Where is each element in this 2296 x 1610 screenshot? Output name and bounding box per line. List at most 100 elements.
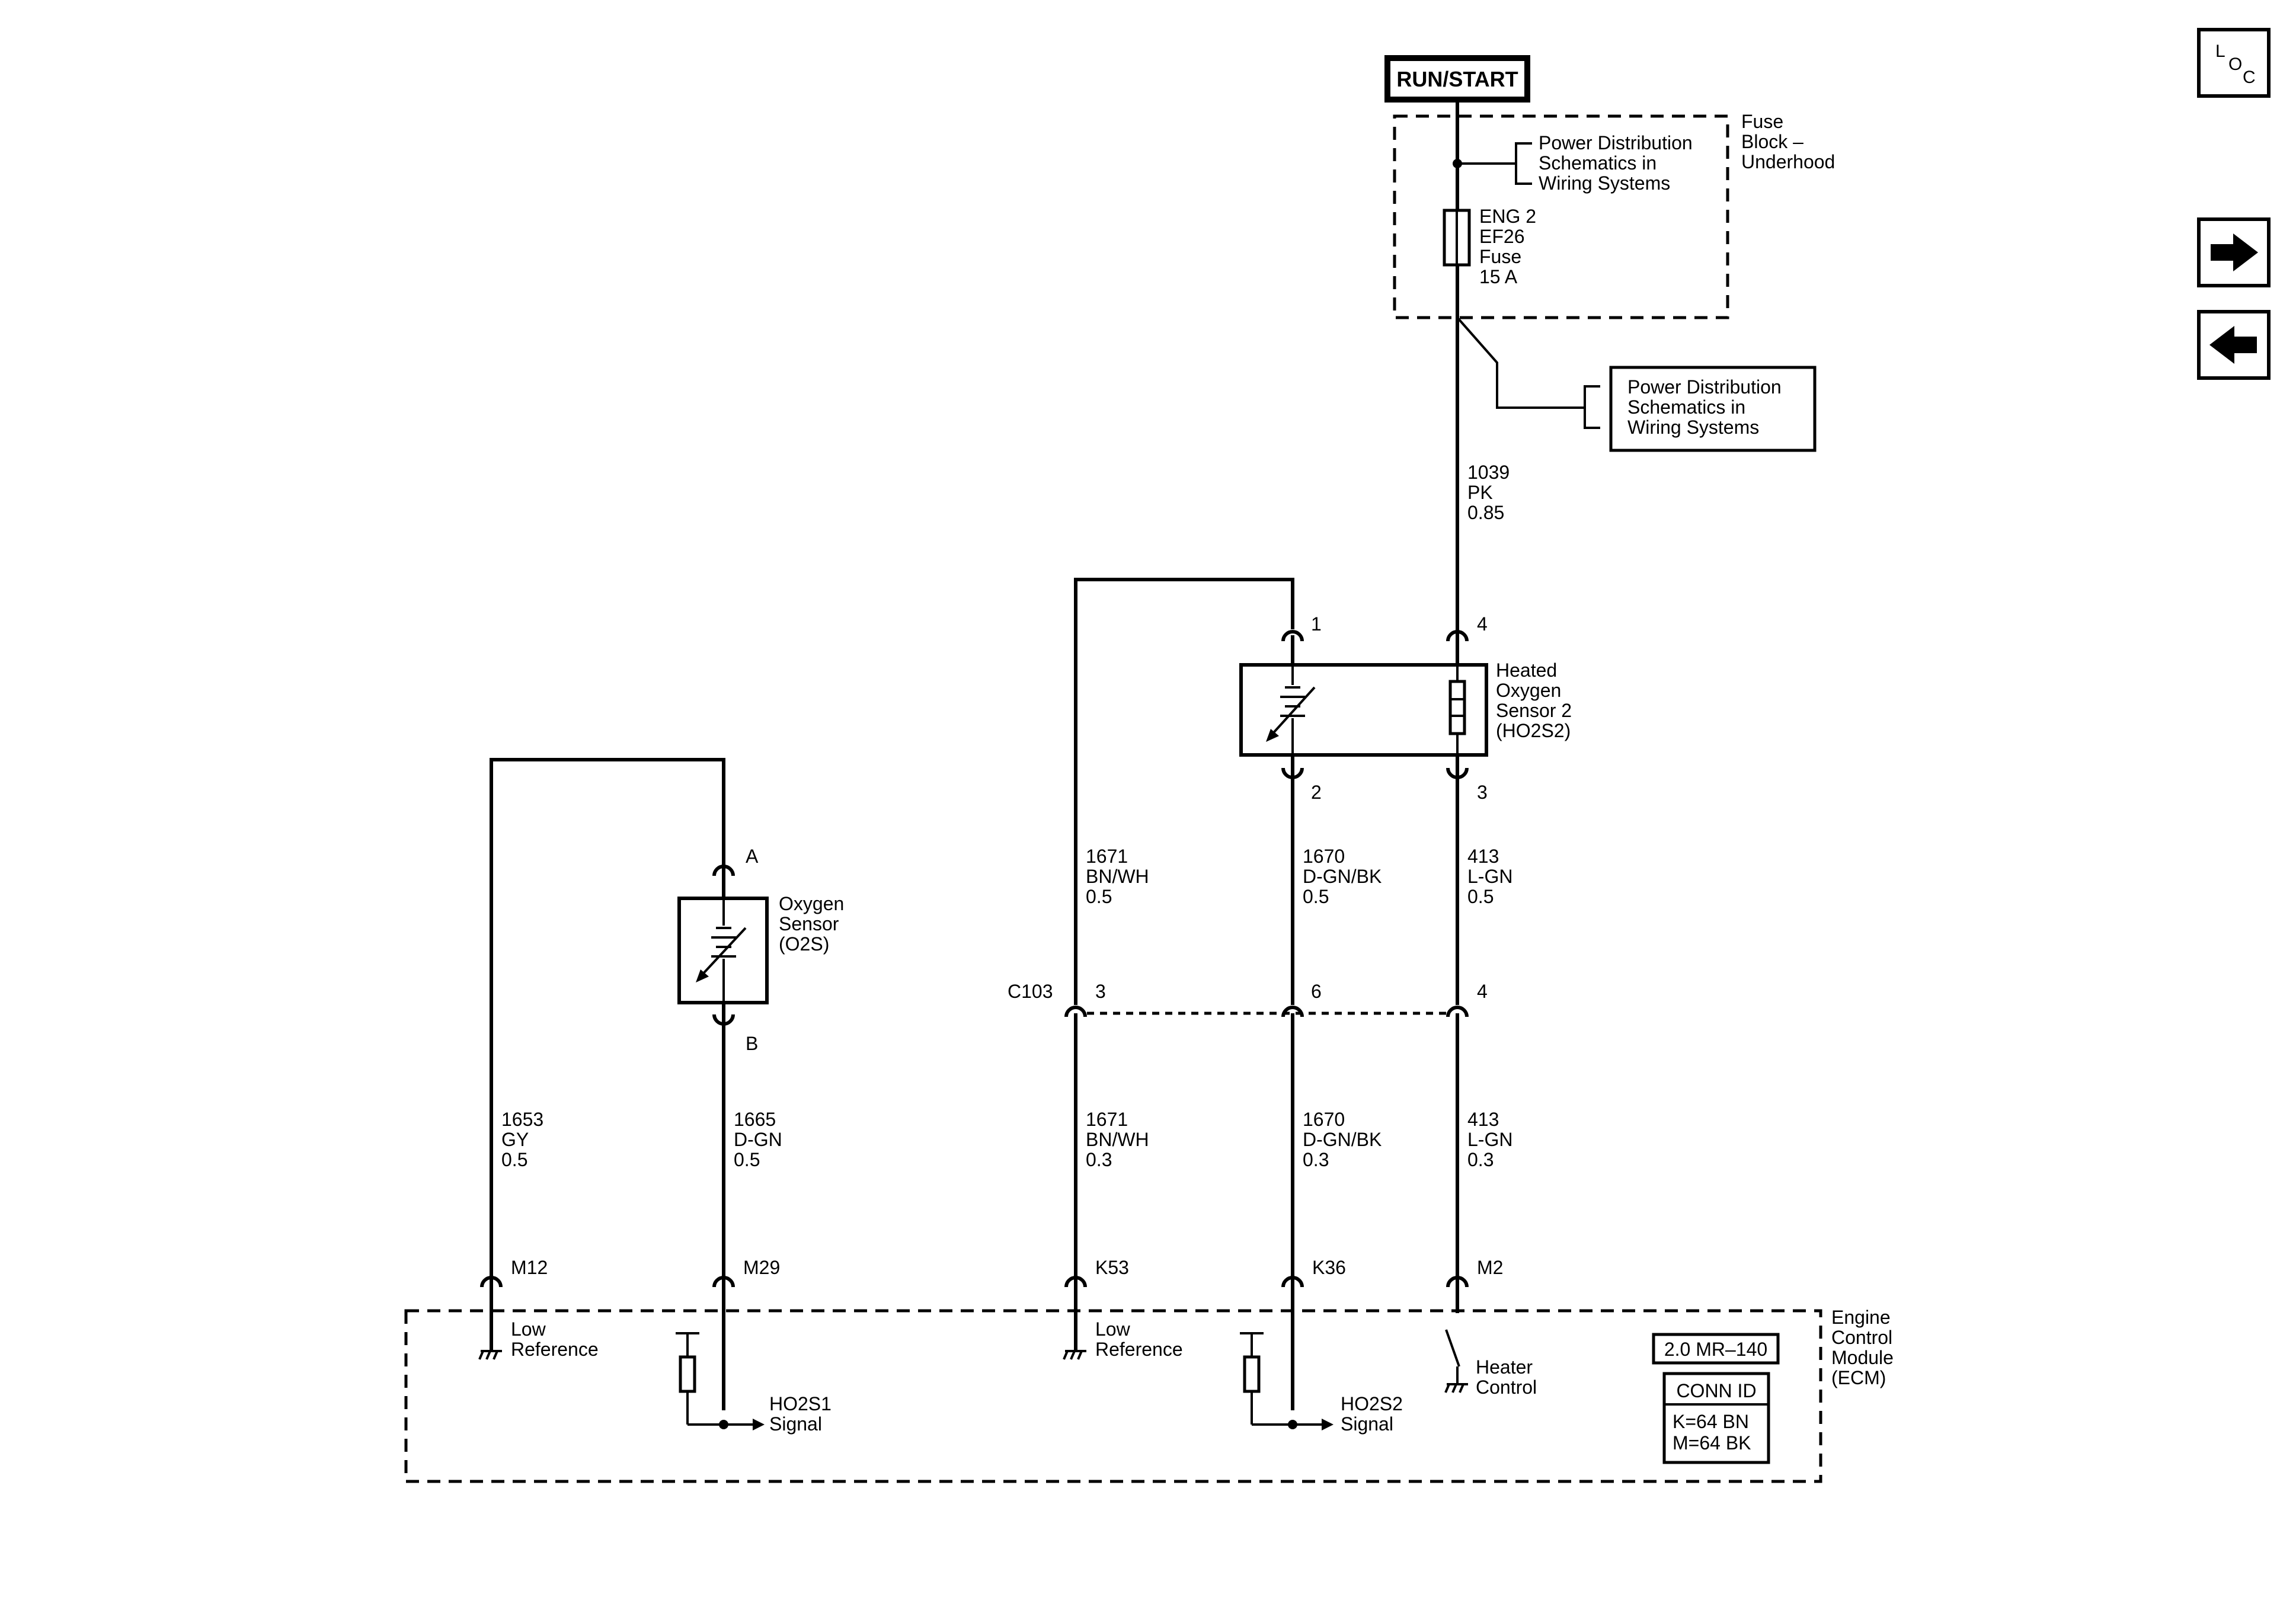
svg-text:D-GN/BK: D-GN/BK (1303, 1129, 1382, 1150)
power-ref-box (1609, 366, 1817, 452)
ecm-pin-k36-label: K36 (1312, 1257, 1346, 1278)
ho2s2-pin4-label: 4 (1477, 613, 1488, 635)
wire-1653-label: 1653 GY 0.5 (501, 1109, 543, 1170)
heater-control-switch (1444, 1283, 1468, 1393)
ecm-pin-k36-connector (1281, 1276, 1304, 1288)
power-ref-bracket-top (1515, 142, 1532, 185)
next-page-button[interactable] (2197, 217, 2271, 287)
svg-text:BN/WH: BN/WH (1086, 1129, 1149, 1150)
conn-id-title: CONN ID (1676, 1380, 1756, 1401)
svg-text:ENG 2: ENG 2 (1479, 206, 1536, 227)
conn-id-box (1662, 1372, 1770, 1464)
svg-text:1670: 1670 (1303, 1109, 1345, 1130)
svg-text:15 A: 15 A (1479, 266, 1518, 287)
conn-id-line2: M=64 BK (1673, 1432, 1751, 1454)
svg-text:D-GN/BK: D-GN/BK (1303, 866, 1382, 887)
wire-1671-loop (1074, 578, 1294, 1005)
svg-text:PK: PK (1467, 482, 1493, 503)
power-ref-box-label: Power Distribution Schematics in Wiring … (1627, 376, 1782, 438)
svg-text:Module: Module (1831, 1347, 1894, 1368)
svg-text:Block –: Block – (1741, 131, 1803, 152)
engine-code-box (1652, 1333, 1780, 1365)
fuse-label: ENG 2 EF26 Fuse 15 A (1479, 206, 1536, 287)
power-ref-top-label: Power Distribution Schematics in Wiring … (1539, 132, 1693, 194)
svg-text:Heated: Heated (1496, 660, 1557, 681)
svg-text:Low: Low (511, 1318, 546, 1340)
c103-label: C103 (1008, 981, 1053, 1002)
svg-text:0.5: 0.5 (501, 1149, 527, 1170)
ho2s2-pin1-label: 1 (1311, 613, 1322, 635)
svg-text:1039: 1039 (1467, 462, 1510, 483)
ho2s1-signal-label: HO2S1 Signal (769, 1393, 832, 1435)
wire-1665-label: 1665 D-GN 0.5 (734, 1109, 782, 1170)
ecm-pin-m29-label: M29 (743, 1257, 780, 1278)
ho2s2-sensor-box (1239, 663, 1488, 757)
svg-text:1653: 1653 (501, 1109, 543, 1130)
svg-text:HO2S2: HO2S2 (1341, 1393, 1403, 1414)
ho2s2-heater-element (1448, 665, 1466, 755)
svg-text:Wiring Systems: Wiring Systems (1627, 417, 1759, 438)
ho2s2-pin2-label: 2 (1311, 782, 1322, 803)
ecm-pin-m29-connector (712, 1276, 735, 1288)
ecm-pin-k53-connector (1064, 1276, 1087, 1288)
ecm-pin-m12-connector (480, 1276, 503, 1288)
ho2s2-pin3-label: 3 (1477, 782, 1488, 803)
ho2s2-label: Heated Oxygen Sensor 2 (HO2S2) (1496, 660, 1572, 741)
prev-page-button[interactable] (2197, 310, 2271, 380)
wire-1653 (490, 758, 725, 1283)
loc-button[interactable]: L O C (2197, 28, 2271, 98)
svg-text:EF26: EF26 (1479, 226, 1524, 247)
wire-1670-lower-label: 1670 D-GN/BK 0.3 (1303, 1109, 1382, 1170)
ecm-pin-m2-label: M2 (1477, 1257, 1503, 1278)
svg-text:Schematics in: Schematics in (1627, 396, 1745, 418)
svg-text:Reference: Reference (511, 1339, 599, 1360)
wire-1670-upper-label: 1670 D-GN/BK 0.5 (1303, 846, 1382, 907)
ecm-box (404, 1309, 1822, 1483)
o2s-sensor-element (696, 898, 747, 1003)
svg-text:(ECM): (ECM) (1831, 1367, 1886, 1388)
svg-text:Oxygen: Oxygen (1496, 680, 1561, 701)
svg-text:Fuse: Fuse (1741, 111, 1783, 132)
svg-text:0.5: 0.5 (734, 1149, 760, 1170)
svg-text:Control: Control (1831, 1327, 1892, 1348)
svg-text:1665: 1665 (734, 1109, 776, 1130)
svg-text:Oxygen: Oxygen (779, 893, 844, 914)
svg-text:Fuse: Fuse (1479, 246, 1521, 267)
o2s-label: Oxygen Sensor (O2S) (779, 893, 844, 955)
loc-letter-c: C (2243, 68, 2256, 87)
svg-text:413: 413 (1467, 846, 1499, 867)
c103-pin4-label: 4 (1477, 981, 1488, 1002)
arrow-right-icon (2211, 233, 2258, 271)
low-ref-ground-2 (1063, 1283, 1086, 1360)
svg-text:HO2S1: HO2S1 (769, 1393, 832, 1414)
wire-1671-lower-label: 1671 BN/WH 0.3 (1086, 1109, 1149, 1170)
c103-pin6-connector (1281, 1006, 1304, 1017)
ecm-pin-k53-label: K53 (1095, 1257, 1129, 1278)
svg-text:1671: 1671 (1086, 1109, 1128, 1130)
svg-text:L-GN: L-GN (1467, 866, 1512, 887)
svg-text:0.85: 0.85 (1467, 502, 1504, 523)
ho2s2-sensor-element (1266, 665, 1316, 755)
engine-code-text: 2.0 MR–140 (1664, 1339, 1767, 1360)
loc-letter-o: O (2228, 55, 2242, 74)
fuse-block-label: Fuse Block – Underhood (1741, 111, 1835, 172)
svg-text:Control: Control (1476, 1377, 1537, 1398)
ho2s2-pin1-connector (1281, 630, 1304, 642)
low-ref-1-label: Low Reference (511, 1318, 599, 1360)
ecm-label: Engine Control Module (ECM) (1831, 1307, 1894, 1388)
fuse-block-box (1393, 114, 1729, 319)
ho2s2-signal-label: HO2S2 Signal (1341, 1393, 1403, 1435)
svg-text:0.5: 0.5 (1467, 886, 1494, 907)
svg-text:0.3: 0.3 (1467, 1149, 1494, 1170)
svg-text:Heater: Heater (1476, 1356, 1533, 1378)
low-ref-2-label: Low Reference (1095, 1318, 1183, 1360)
svg-text:0.5: 0.5 (1303, 886, 1329, 907)
o2s-pinB-label: B (746, 1033, 758, 1054)
power-ref-bracket-box (1584, 385, 1600, 429)
arrow-left-icon (2209, 326, 2257, 364)
conn-id-line1: K=64 BN (1673, 1411, 1749, 1432)
svg-text:Signal: Signal (769, 1413, 822, 1435)
wire-413-lower-label: 413 L-GN 0.3 (1467, 1109, 1512, 1170)
svg-text:GY: GY (501, 1129, 529, 1150)
